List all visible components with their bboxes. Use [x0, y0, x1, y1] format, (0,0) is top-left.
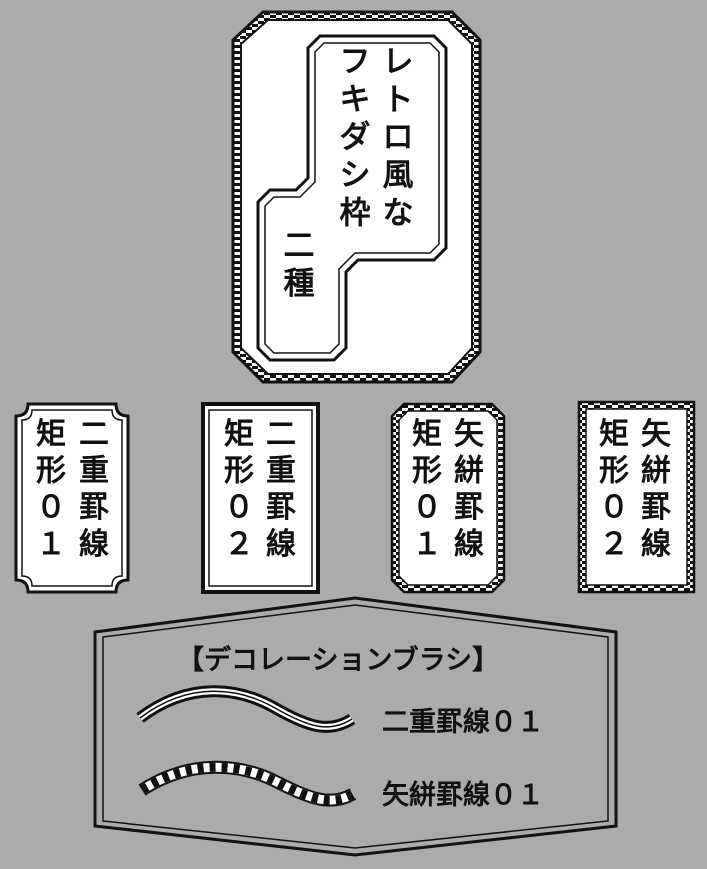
- brush-label-double: 二重罫線０１: [382, 706, 544, 738]
- frame-2-line-1: 二重罫線: [266, 417, 296, 562]
- frame-1-outer: [14, 402, 130, 594]
- frame-4-line-2: 矩形０２: [599, 417, 629, 562]
- brush-sample-yagasuri: [138, 760, 357, 807]
- brush-label-yagasuri: 矢絣罫線０１: [382, 779, 544, 811]
- main-bubble-inner-panel: [240, 19, 473, 375]
- frame-4-line-1: 矢絣罫線: [641, 417, 671, 562]
- brush-panel: 【デコレーションブラシ】 二重罫線０１ 矢絣罫線０１: [93, 596, 618, 857]
- main-bubble-step-frame-outer: [256, 34, 448, 362]
- frame-1-inner: [21, 409, 123, 587]
- main-title-line-2: フキダシ枠: [340, 44, 371, 231]
- frame-rect-double-01: 二重罫線 矩形０１: [14, 402, 130, 594]
- frame-1-line-2: 矩形０１: [36, 417, 66, 562]
- frame-3-line-2: 矩形０１: [412, 417, 442, 562]
- frame-rect-yagasuri-02: 矢絣罫線 矩形０２: [577, 400, 696, 594]
- frame-2-line-2: 矩形０２: [224, 417, 254, 562]
- brush-panel-title: 【デコレーションブラシ】: [177, 644, 499, 676]
- main-bubble-step-frame-inner: [264, 42, 440, 354]
- brush-panel-inner: [102, 604, 609, 849]
- main-subtitle: 二種: [284, 228, 315, 302]
- frame-2-inner: [208, 409, 313, 587]
- main-title-line-1: レトロ風な: [383, 44, 414, 231]
- frame-rect-double-02: 二重罫線 矩形０２: [201, 402, 320, 594]
- brush-panel-outer: [93, 596, 618, 857]
- brush-sample-double: [136, 685, 356, 733]
- frame-1-line-1: 二重罫線: [79, 417, 109, 562]
- frame-4-panel: [585, 408, 688, 586]
- main-retro-bubble: レトロ風な フキダシ枠 二種: [231, 10, 482, 384]
- frame-3-panel: [398, 410, 498, 586]
- frame-3-line-1: 矢絣罫線: [454, 417, 484, 562]
- frame-2-outer: [201, 402, 320, 594]
- frame-rect-yagasuri-01: 矢絣罫線 矩形０１: [390, 402, 506, 594]
